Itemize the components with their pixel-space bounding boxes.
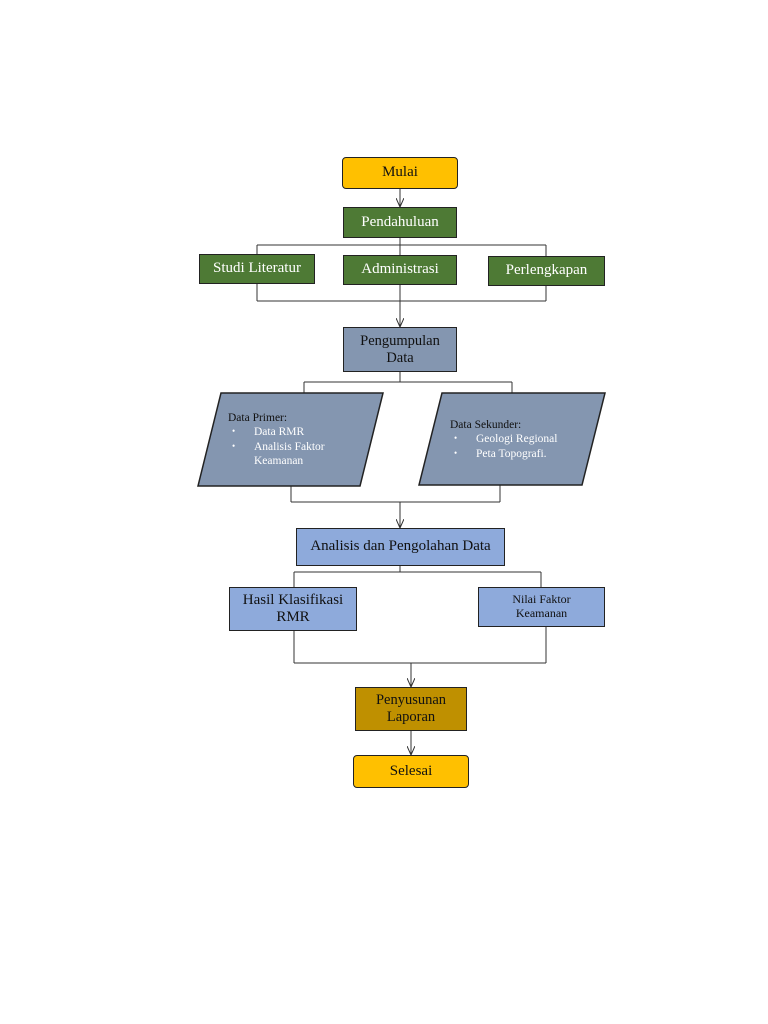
analisis-node: Analisis dan Pengolahan Data <box>296 528 505 566</box>
sekunder-heading: Data Sekunder: <box>450 419 522 431</box>
hasil-label: Hasil Klasifikasi RMR <box>242 591 344 625</box>
perlengkapan-label: Perlengkapan <box>505 262 588 279</box>
intro-node: Pendahuluan <box>343 207 457 238</box>
end-node: Selesai <box>353 755 469 788</box>
studi-label: Studi Literatur <box>213 260 301 277</box>
primer-item-1: Data RMR <box>232 425 358 439</box>
laporan-node: Penyusunan Laporan <box>355 687 467 731</box>
primer-item-2: Analisis Faktor Keamanan <box>232 440 358 469</box>
pengumpulan-label: Pengumpulan Data <box>360 332 440 366</box>
sekunder-item-1: Geologi Regional <box>454 432 590 446</box>
admin-label: Administrasi <box>361 261 439 278</box>
primer-list: Data RMR Analisis Faktor Keamanan <box>228 425 358 468</box>
intro-label: Pendahuluan <box>361 213 439 230</box>
pengumpulan-node: Pengumpulan Data <box>343 327 457 372</box>
nilai-label: Nilai Faktor Keamanan <box>512 592 571 620</box>
hasil-rmr-node: Hasil Klasifikasi RMR <box>229 587 357 631</box>
perlengkapan-node: Perlengkapan <box>488 256 605 286</box>
start-label: Mulai <box>382 164 418 181</box>
laporan-label: Penyusunan Laporan <box>375 692 447 725</box>
data-primer-node: Data Primer: Data RMR Analisis Faktor Ke… <box>197 392 384 487</box>
sekunder-list: Geologi Regional Peta Topografi. <box>450 432 590 461</box>
data-sekunder-node: Data Sekunder: Geologi Regional Peta Top… <box>418 392 606 486</box>
administrasi-node: Administrasi <box>343 255 457 285</box>
nilai-fk-node: Nilai Faktor Keamanan <box>478 587 605 627</box>
start-node: Mulai <box>342 157 458 189</box>
studi-literatur-node: Studi Literatur <box>199 254 315 284</box>
analisis-label: Analisis dan Pengolahan Data <box>310 538 491 555</box>
end-label: Selesai <box>389 762 433 779</box>
primer-heading: Data Primer: <box>228 412 288 424</box>
sekunder-item-2: Peta Topografi. <box>454 447 590 461</box>
